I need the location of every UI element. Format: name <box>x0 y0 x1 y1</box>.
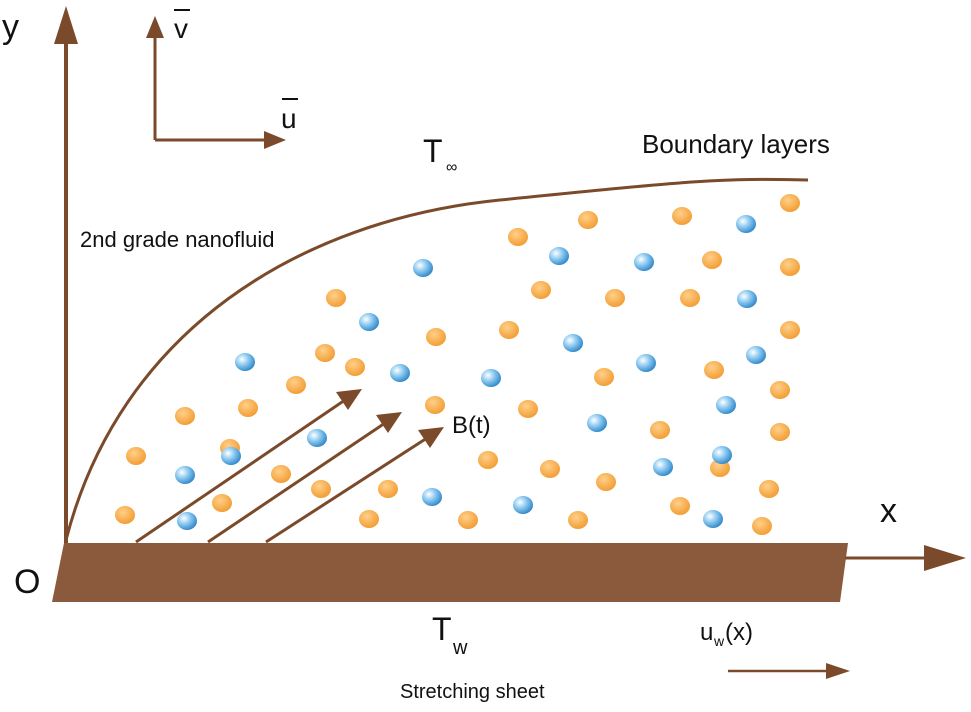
nanoparticle-orange-icon <box>518 400 538 418</box>
nanofluid-label: 2nd grade nanofluid <box>80 227 275 252</box>
nanoparticle-orange-icon <box>425 396 445 414</box>
nanoparticle-blue-icon <box>716 396 736 414</box>
nanoparticle-orange-icon <box>458 511 478 529</box>
nanoparticle-orange-icon <box>759 480 779 498</box>
nanoparticle-orange-icon <box>770 423 790 441</box>
nanoparticle-orange-icon <box>594 368 614 386</box>
nanoparticle-orange-icon <box>326 289 346 307</box>
nanoparticle-orange-icon <box>426 328 446 346</box>
nanoparticle-orange-icon <box>359 510 379 528</box>
nanoparticle-orange-icon <box>780 258 800 276</box>
nanoparticle-orange-icon <box>780 321 800 339</box>
nanoparticle-orange-icon <box>752 517 772 535</box>
nanoparticle-blue-icon <box>359 313 379 331</box>
nanoparticle-orange-icon <box>212 494 232 512</box>
nanoparticle-blue-icon <box>235 353 255 371</box>
nanoparticle-blue-icon <box>746 346 766 364</box>
nanoparticle-orange-icon <box>680 289 700 307</box>
nanoparticle-orange-icon <box>704 361 724 379</box>
u-bar-label: u <box>281 103 297 134</box>
t-wall-subscript: w <box>452 637 468 659</box>
y-axis-label: y <box>2 8 19 46</box>
v-bar-label: v <box>174 13 188 44</box>
blue-nanoparticles <box>175 215 766 530</box>
t-wall-label: T <box>432 611 452 647</box>
nanoparticle-orange-icon <box>670 497 690 515</box>
nanoparticle-orange-icon <box>478 451 498 469</box>
nanoparticle-blue-icon <box>307 429 327 447</box>
orange-nanoparticles <box>115 194 800 535</box>
x-axis-label: x <box>880 492 897 530</box>
nanoparticle-orange-icon <box>508 228 528 246</box>
stretching-sheet-label: Stretching sheet <box>400 681 545 703</box>
nanoparticle-blue-icon <box>587 414 607 432</box>
nanoparticle-orange-icon <box>578 211 598 229</box>
nanoparticle-orange-icon <box>499 321 519 339</box>
nanoparticle-orange-icon <box>286 376 306 394</box>
t-infinity-subscript: ∞ <box>446 159 457 176</box>
uw-arrow <box>728 663 850 679</box>
nanoparticle-blue-icon <box>636 354 656 372</box>
boundary-layer-curve <box>64 177 809 541</box>
magnetic-field-arrows <box>135 389 444 544</box>
nanoparticle-orange-icon <box>540 460 560 478</box>
nanoparticle-blue-icon <box>563 334 583 352</box>
nanoparticle-orange-icon <box>770 381 790 399</box>
nanoparticle-orange-icon <box>568 511 588 529</box>
y-axis <box>54 6 78 548</box>
nanoparticle-orange-icon <box>605 289 625 307</box>
nanoparticle-blue-icon <box>481 369 501 387</box>
nanoparticle-blue-icon <box>703 510 723 528</box>
nanoparticle-orange-icon <box>315 344 335 362</box>
nanoparticle-orange-icon <box>672 207 692 225</box>
nanoparticle-blue-icon <box>737 290 757 308</box>
stretching-sheet <box>52 543 848 602</box>
boundary-layers-label: Boundary layers <box>642 129 830 159</box>
nanoparticle-orange-icon <box>126 447 146 465</box>
nanoparticle-orange-icon <box>531 281 551 299</box>
nanoparticle-orange-icon <box>780 194 800 212</box>
uw-subscript: w <box>713 633 725 649</box>
nanoparticle-blue-icon <box>653 458 673 476</box>
nanoparticle-blue-icon <box>413 259 433 277</box>
nanoparticle-blue-icon <box>221 447 241 465</box>
nanoparticle-blue-icon <box>736 215 756 233</box>
nanoparticle-blue-icon <box>549 247 569 265</box>
nanoparticle-orange-icon <box>271 465 291 483</box>
nanoparticle-orange-icon <box>238 399 258 417</box>
nanoparticle-blue-icon <box>175 466 195 484</box>
x-axis-arrow <box>845 545 966 571</box>
nanoparticle-orange-icon <box>378 480 398 498</box>
nanoparticle-orange-icon <box>596 473 616 491</box>
nanoparticle-blue-icon <box>390 364 410 382</box>
nanoparticle-orange-icon <box>345 358 365 376</box>
magnetic-field-label: B(t) <box>452 412 491 439</box>
nanoparticle-orange-icon <box>115 506 135 524</box>
nanoparticle-blue-icon <box>634 253 654 271</box>
nanoparticle-blue-icon <box>513 496 533 514</box>
origin-label: O <box>14 563 40 601</box>
t-infinity-label: T <box>423 133 443 169</box>
nanoparticle-blue-icon <box>422 488 442 506</box>
uw-label: u <box>700 619 713 646</box>
nanoparticle-orange-icon <box>175 407 195 425</box>
nanoparticle-orange-icon <box>311 480 331 498</box>
uw-argument: (x) <box>725 619 753 646</box>
nanoparticle-blue-icon <box>177 512 197 530</box>
nanoparticle-orange-icon <box>702 251 722 269</box>
nanoparticle-blue-icon <box>712 446 732 464</box>
velocity-components <box>146 16 286 149</box>
nanoparticle-orange-icon <box>650 421 670 439</box>
